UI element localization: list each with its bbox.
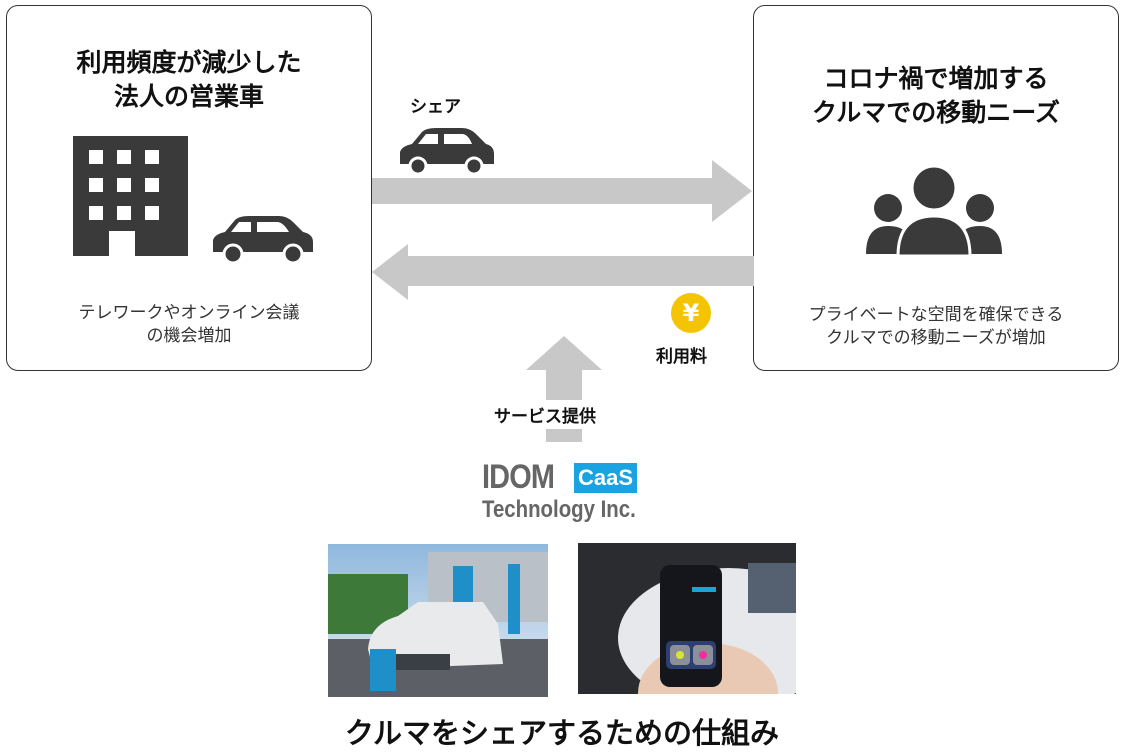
desc-line: テレワークやオンライン会議 xyxy=(78,303,300,323)
desc-line: クルマでの移動ニーズが増加 xyxy=(826,328,1046,348)
service-label: サービス提供 xyxy=(490,400,600,429)
desc-line: プライベートな空間を確保できる xyxy=(808,305,1064,325)
right-box-title: コロナ禍で増加する クルマでの移動ニーズ xyxy=(754,62,1118,130)
idom-caas-logo: IDOM CaaS Technology Inc. xyxy=(482,458,663,523)
logo-subtitle: Technology Inc. xyxy=(482,496,636,523)
service-arrow-up xyxy=(526,336,602,442)
parked-car-photo xyxy=(328,544,548,697)
shared-car-icon xyxy=(400,128,494,176)
right-box-desc: プライベートな空間を確保できる クルマでの移動ニーズが増加 xyxy=(754,304,1118,350)
logo-idom: IDOM xyxy=(482,458,555,496)
smartphone-app-photo xyxy=(578,543,796,694)
title-line: クルマでの移動ニーズ xyxy=(811,98,1060,127)
footer-caption: クルマをシェアするための仕組み xyxy=(344,716,780,750)
right-box: コロナ禍で増加する クルマでの移動ニーズ プライベートな空間を確保できる クルマ… xyxy=(753,5,1119,371)
desc-line: の機会増加 xyxy=(146,326,232,346)
share-label: シェア xyxy=(410,97,461,117)
fee-label: 利用料 xyxy=(656,347,707,367)
car-icon xyxy=(213,216,313,265)
logo-caas: CaaS xyxy=(574,463,638,493)
people-group-icon xyxy=(866,164,1002,256)
title-line: コロナ禍で増加する xyxy=(823,64,1049,93)
share-arrow-right xyxy=(372,160,752,222)
office-building-icon xyxy=(73,136,188,256)
yen-coin-icon: ¥ xyxy=(671,293,711,333)
left-box: 利用頻度が減少した 法人の営業車 テレワークやオンライン会議 の機会増加 xyxy=(6,5,372,371)
title-line: 法人の営業車 xyxy=(113,82,264,111)
left-box-title: 利用頻度が減少した 法人の営業車 xyxy=(7,46,371,114)
left-box-desc: テレワークやオンライン会議 の機会増加 xyxy=(7,302,371,348)
fee-arrow-left xyxy=(372,244,754,300)
title-line: 利用頻度が減少した xyxy=(76,48,302,77)
